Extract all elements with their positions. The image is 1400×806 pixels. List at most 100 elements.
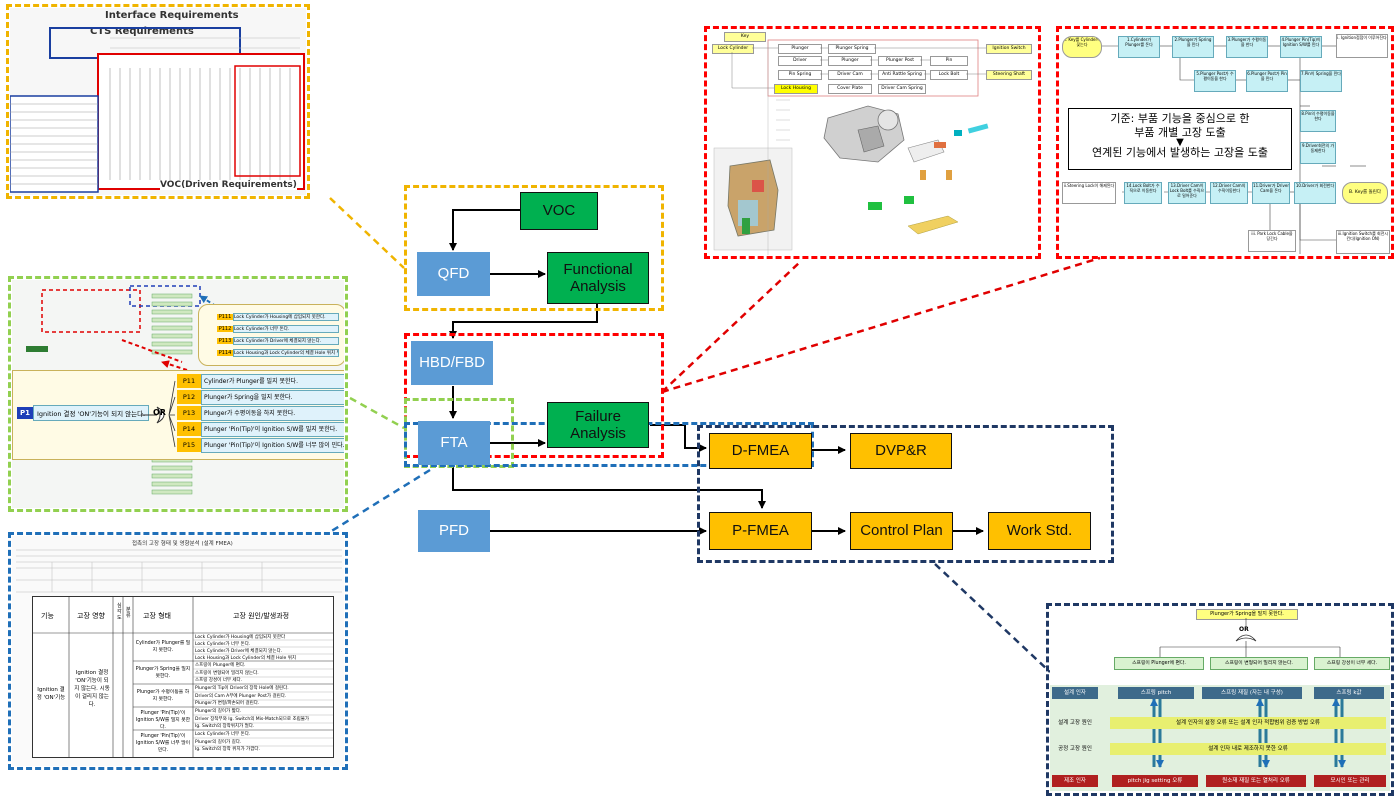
hbd-part-pin-spring: Pin Spring xyxy=(778,70,822,80)
hbd-flow-thumbnail-frame xyxy=(1056,26,1394,259)
qfd-thumbnail-frame xyxy=(6,4,310,199)
pfmea-row2-label: 설계 고장 원인 xyxy=(1058,720,1092,726)
pfmea-mfg-item-3: 모시인 또는 관리 xyxy=(1314,775,1386,787)
pfmea-mfg-label: 제조 인자 xyxy=(1052,775,1098,787)
arrow-failure-dfmea xyxy=(650,424,707,452)
fmea-title: 접촉의 고장 형태 및 영향분석 (설계 FMEA) xyxy=(132,541,233,547)
pfmea-mfg-item-1: pitch jig setting 오류 xyxy=(1112,775,1198,787)
flow-step-5: 5.Plunger Post가 수평이동을 한다 xyxy=(1194,70,1236,92)
flow-step-8: 8.Pin의 수평이동을 한다 xyxy=(1300,110,1336,132)
fta-tree-drawing xyxy=(26,285,242,495)
hbd-part-key: Key xyxy=(724,32,766,42)
group-qfd-box xyxy=(404,185,664,311)
pfd-node[interactable]: PFD xyxy=(418,510,490,552)
failure-analysis-node[interactable]: Failure Analysis xyxy=(547,402,649,448)
pfmea-design-item-1: 스프링 pitch xyxy=(1118,687,1194,699)
group-hbd-box xyxy=(404,333,664,458)
or-gate-icon xyxy=(141,380,176,448)
hbd-parts-thumbnail-frame xyxy=(704,26,1041,259)
flow-step-4: 4.Plunger Pin(Tip)이 Ignition S/W를 민다 xyxy=(1280,36,1322,58)
qfd-node[interactable]: QFD xyxy=(417,252,490,296)
flow-step-2: 2.Plunger가 Spring을 민다 xyxy=(1172,36,1214,58)
hbd-part-driver-cam: Driver Cam xyxy=(828,70,872,80)
hbd-part-lock-cylinder: Lock Cylinder xyxy=(712,44,754,54)
fmea-header-effect: 고장 영향 xyxy=(77,612,105,620)
fmea-header-severity: 심각도 xyxy=(117,603,122,621)
fmea-causes-3: Plunger의 Tip이 Driver의 장착 Hole에 걸린다.Drive… xyxy=(195,686,289,706)
voc-node[interactable]: VOC xyxy=(520,192,598,230)
fmea-causes-4: Plunger의 길이가 짧다.Driver 장착부와 Ig. Switch의 … xyxy=(195,709,310,729)
hbd-part-pin: Pin xyxy=(930,56,968,66)
flow-step-iii-ign: iii.Ignition Switch를 회전시킨다(Ignition ON) xyxy=(1336,230,1390,254)
pfmea-design-item-2: 스프링 재질 (자는 내 구성) xyxy=(1202,687,1302,699)
hbd-part-plunger-2: Plunger xyxy=(828,56,872,66)
fmea-mode-4: Plunger 'Pin(Tip)'이 Ignition S/W를 밀지 못한다… xyxy=(135,711,191,730)
flow-step-6: 6.Plunger Post가 Pin을 민다 xyxy=(1246,70,1288,92)
fta-thumbnail-frame xyxy=(8,276,348,512)
flow-step-i: i. Ignition접점이 이루어진다 xyxy=(1336,34,1388,58)
hbd-parts-thumbnail: Key Lock Cylinder Plunger Plunger Spring… xyxy=(708,30,1037,255)
fmea-mode-2: Plunger가 Spring을 밀지 못한다. xyxy=(135,667,191,679)
pfmea-thumbnail-frame xyxy=(1046,603,1394,796)
interface-requirements-title: Interface Requirements xyxy=(105,10,239,21)
fmea-causes-2: 스프링이 Plunger에 편다.스프링이 변형되어 밀리지 않는다.스프링 강… xyxy=(195,663,259,683)
fta-node[interactable]: FTA xyxy=(418,421,490,465)
dvpr-node[interactable]: DVP&R xyxy=(850,433,952,469)
callout-line-hbd-2 xyxy=(661,256,1101,394)
hbd-part-lock-housing: Lock Housing xyxy=(774,84,818,94)
hbd-criteria-caption: 기준: 부품 기능을 중심으로 한 부품 개별 고장 도출 ▼ 연계된 기능에서… xyxy=(1068,108,1292,170)
flow-step-7: 7.Pin이 Spring을 민다 xyxy=(1300,70,1342,92)
flow-step-b: B. Key를 돌린다 xyxy=(1342,182,1388,204)
d-fmea-node[interactable]: D-FMEA xyxy=(709,433,812,469)
fmea-header-cause: 고장 원인/발생과정 xyxy=(233,612,290,620)
arrow-fa-hbd xyxy=(449,304,598,339)
qfd-matrix-drawing xyxy=(10,27,305,193)
p-fmea-node[interactable]: P-FMEA xyxy=(709,512,812,550)
flow-step-1: 1.Cylinder가 Plunger를 돈다 xyxy=(1118,36,1160,58)
flow-step-3: 3.Plunger가 수평이동을 한다 xyxy=(1226,36,1268,58)
callout-line-qfd xyxy=(329,197,405,269)
fmea-function-cell: Ignition 결정 'ON'기능 xyxy=(36,687,66,701)
arrow-fta-pfmea xyxy=(452,466,766,509)
arrow-voc-qfd xyxy=(449,209,520,251)
callout-line-fmea xyxy=(329,468,431,534)
fmea-header-mode: 고장 형태 xyxy=(143,612,171,620)
hbd-flow-thumbnail: A. Key를 Cylinder에 꽂는다 1.Cylinder가 Plunge… xyxy=(1060,30,1390,255)
fmea-mode-3: Plunger가 수평이동을 하지 못한다. xyxy=(136,690,190,702)
fta-top-event: P1 Ignition 결정 'ON'기능이 되지 않는다. xyxy=(17,405,150,421)
hbd-part-plunger-post: Plunger Post xyxy=(878,56,922,66)
hbd-part-ignition-switch: Ignition Switch xyxy=(986,44,1032,54)
hbd-fbd-node[interactable]: HBD/FBD xyxy=(411,341,493,385)
fmea-table: 기능 고장 영향 심각도 분류 고장 형태 고장 원인/발생과정 xyxy=(32,596,334,758)
hbd-parts-drawing xyxy=(713,39,989,255)
functional-analysis-node[interactable]: Functional Analysis xyxy=(547,252,649,304)
work-std-node[interactable]: Work Std. xyxy=(988,512,1091,550)
hbd-part-cover-plate: Cover Plate xyxy=(828,84,872,94)
fmea-thumbnail: 접촉의 고장 형태 및 영향분석 (설계 FMEA) 기능 고장 영향 심각도 … xyxy=(12,536,344,766)
fmea-mode-1: Cylinder가 Plunger를 밀지 못한다. xyxy=(135,641,191,653)
callout-line-hbd-1 xyxy=(661,261,801,393)
control-plan-node[interactable]: Control Plan xyxy=(850,512,953,550)
voc-requirements-title: VOC(Driven Requirements) xyxy=(160,180,297,190)
pfmea-design-label: 설계 인자 xyxy=(1052,687,1098,699)
fmea-header-function: 기능 xyxy=(41,612,54,620)
fta-gate-label: OR xyxy=(153,408,166,417)
fmea-grid xyxy=(33,597,333,757)
hbd-part-driver: Driver xyxy=(778,56,822,66)
flow-step-a: A. Key를 Cylinder에 꽂는다 xyxy=(1062,36,1102,58)
group-fmea-box xyxy=(697,425,1114,563)
pfmea-top-event: Plunger가 Spring을 밀지 못한다. xyxy=(1196,609,1298,620)
pfmea-tree-drawing xyxy=(1050,618,1390,791)
fmea-mode-5: Plunger 'Pin(Tip)'이 Ignition S/W를 너무 많이 … xyxy=(135,734,191,753)
